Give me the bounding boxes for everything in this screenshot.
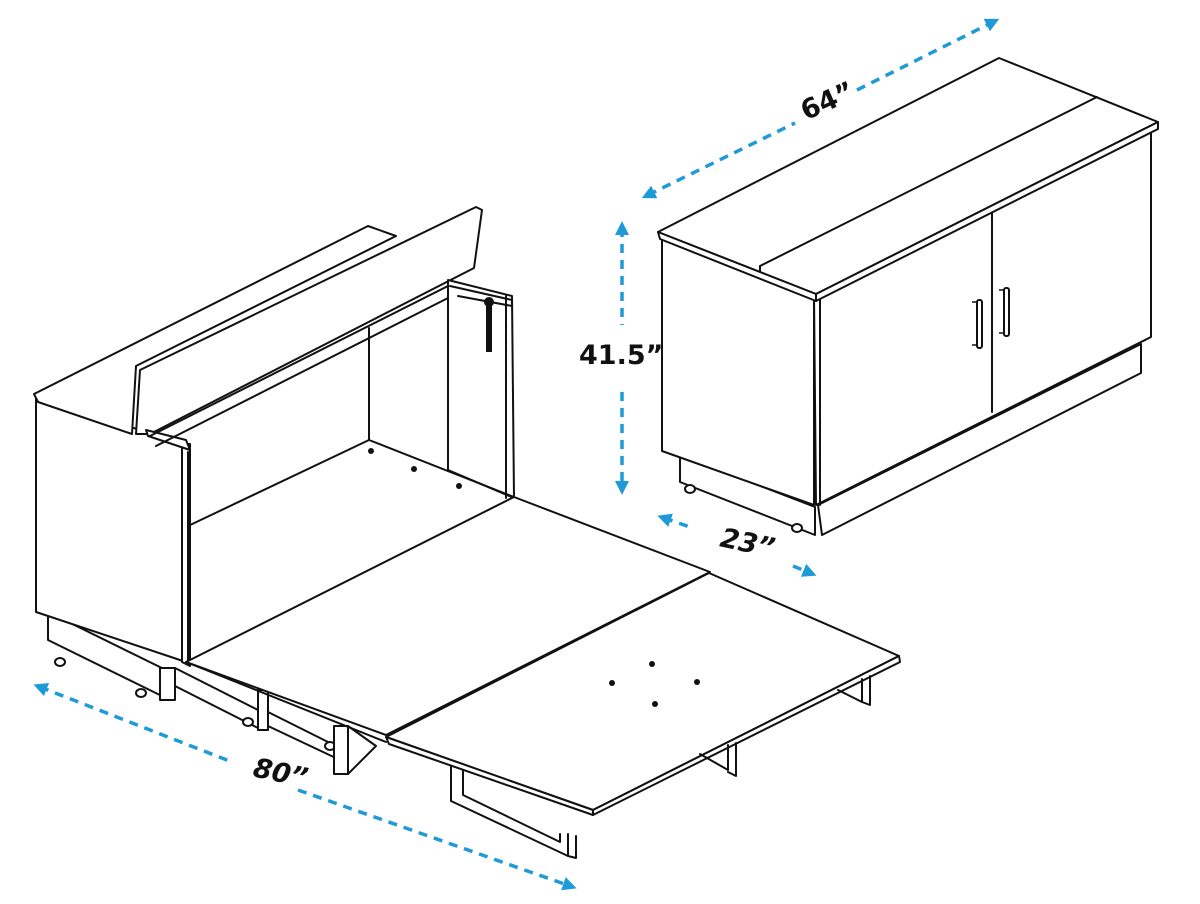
- dim-line-depth-a: [657, 513, 691, 529]
- strut-mount-icon: [484, 297, 494, 307]
- gas-strut-icon: [486, 300, 492, 352]
- box-back-top-2: [155, 297, 449, 447]
- right-box-side: [447, 279, 515, 499]
- bolt-hole-icon: [368, 448, 374, 454]
- platform-panel-1: [185, 496, 711, 736]
- u-leg-back: [837, 675, 871, 706]
- bolt-hole-icon: [411, 466, 417, 472]
- bolt-hole-icon: [456, 483, 462, 489]
- closed-plinth-front: [817, 343, 1142, 536]
- door-handle-right-icon: [999, 287, 1010, 337]
- support-panel-diag: [347, 725, 377, 775]
- dim-line-depth-b: [792, 563, 817, 577]
- dim-line-length-a: [33, 683, 233, 764]
- under-block-1-front: [257, 689, 269, 731]
- closed-top-left-edge: [657, 231, 817, 302]
- open-bed-view: [33, 206, 901, 859]
- support-panel: [333, 725, 349, 775]
- headboard-panel: [135, 206, 483, 435]
- bolt-hole-icon: [609, 680, 615, 686]
- caster-icon: [684, 484, 696, 494]
- bolt-hole-icon: [649, 661, 655, 667]
- closed-top-split: [759, 96, 1098, 267]
- plinth-front: [159, 667, 176, 701]
- box-back-top: [149, 285, 449, 437]
- bolt-hole-icon: [694, 679, 700, 685]
- closed-cabinet-view: [657, 57, 1159, 536]
- dim-line-width-a: [641, 121, 796, 199]
- u-leg-front: [450, 765, 577, 859]
- bolt-hole-icon: [652, 701, 658, 707]
- interior-floor-back: [187, 439, 515, 527]
- dimension-label-height: 41.5”: [579, 340, 664, 371]
- platform-panel-2-side: [592, 655, 901, 816]
- left-top-slab: [33, 225, 397, 435]
- door-handle-left-icon: [972, 299, 983, 349]
- u-leg-mid: [699, 742, 737, 777]
- platform-panel-1-edge: [185, 661, 387, 743]
- caster-icon: [791, 523, 803, 533]
- caster-icon: [135, 688, 147, 698]
- dim-line-length-b: [297, 788, 577, 891]
- caster-icon: [242, 717, 254, 727]
- caster-icon: [54, 657, 66, 667]
- dimension-lines: [33, 18, 1000, 891]
